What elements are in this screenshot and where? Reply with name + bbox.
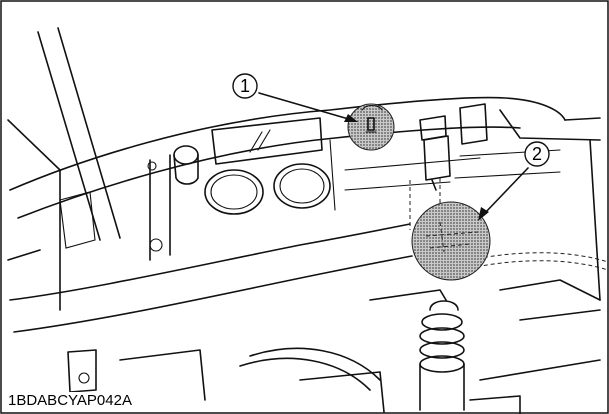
leader-line-2 [478,167,529,221]
detail-circle-1 [347,103,395,151]
leader-line-1 [258,92,358,122]
figure-code: 1BDABCYAP042A [6,392,134,410]
levers [409,103,488,230]
gauges [204,163,331,215]
key-switch [173,145,199,185]
callout-1-label: 1 [240,76,250,96]
callout-2: 2 [524,141,550,167]
lower-structure [67,279,601,414]
indicator-window [211,117,323,165]
callout-1: 1 [232,73,258,99]
detail-circle-2 [411,201,491,281]
callout-2-label: 2 [532,144,542,164]
